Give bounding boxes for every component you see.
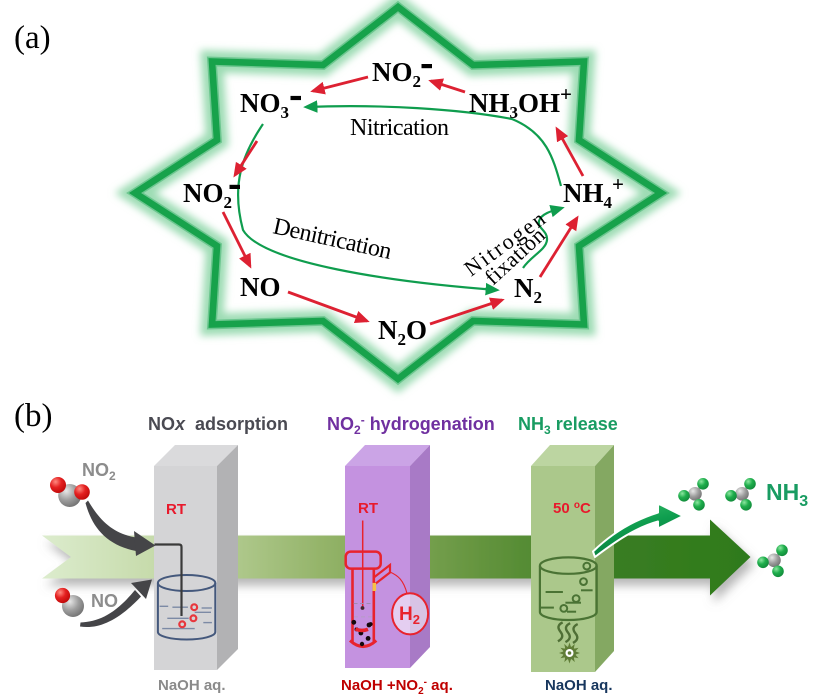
svg-text:NOx adsorption: NOx adsorption xyxy=(148,414,288,434)
svg-text:Nitrication: Nitrication xyxy=(350,115,449,141)
svg-text:RT: RT xyxy=(166,501,186,518)
svg-text:RT: RT xyxy=(358,500,378,517)
svg-text:NO: NO xyxy=(240,272,281,302)
svg-text:NH3 release: NH3 release xyxy=(518,414,618,437)
svg-text:NaOH aq.: NaOH aq. xyxy=(545,677,613,694)
svg-text:NH3OH+: NH3OH+ xyxy=(469,82,572,122)
svg-text:NO: NO xyxy=(91,591,118,611)
svg-text:50 oC: 50 oC xyxy=(553,500,591,517)
svg-text:NO2- hydrogenation: NO2- hydrogenation xyxy=(327,413,495,437)
svg-text:NaOH aq.: NaOH aq. xyxy=(158,677,226,694)
svg-text:(b): (b) xyxy=(14,398,52,434)
svg-text:NO2: NO2 xyxy=(82,460,116,483)
svg-text:NaOH +NO2- aq.: NaOH +NO2- aq. xyxy=(341,677,453,697)
svg-text:(a): (a) xyxy=(14,20,51,56)
svg-text:NH3: NH3 xyxy=(766,479,808,510)
